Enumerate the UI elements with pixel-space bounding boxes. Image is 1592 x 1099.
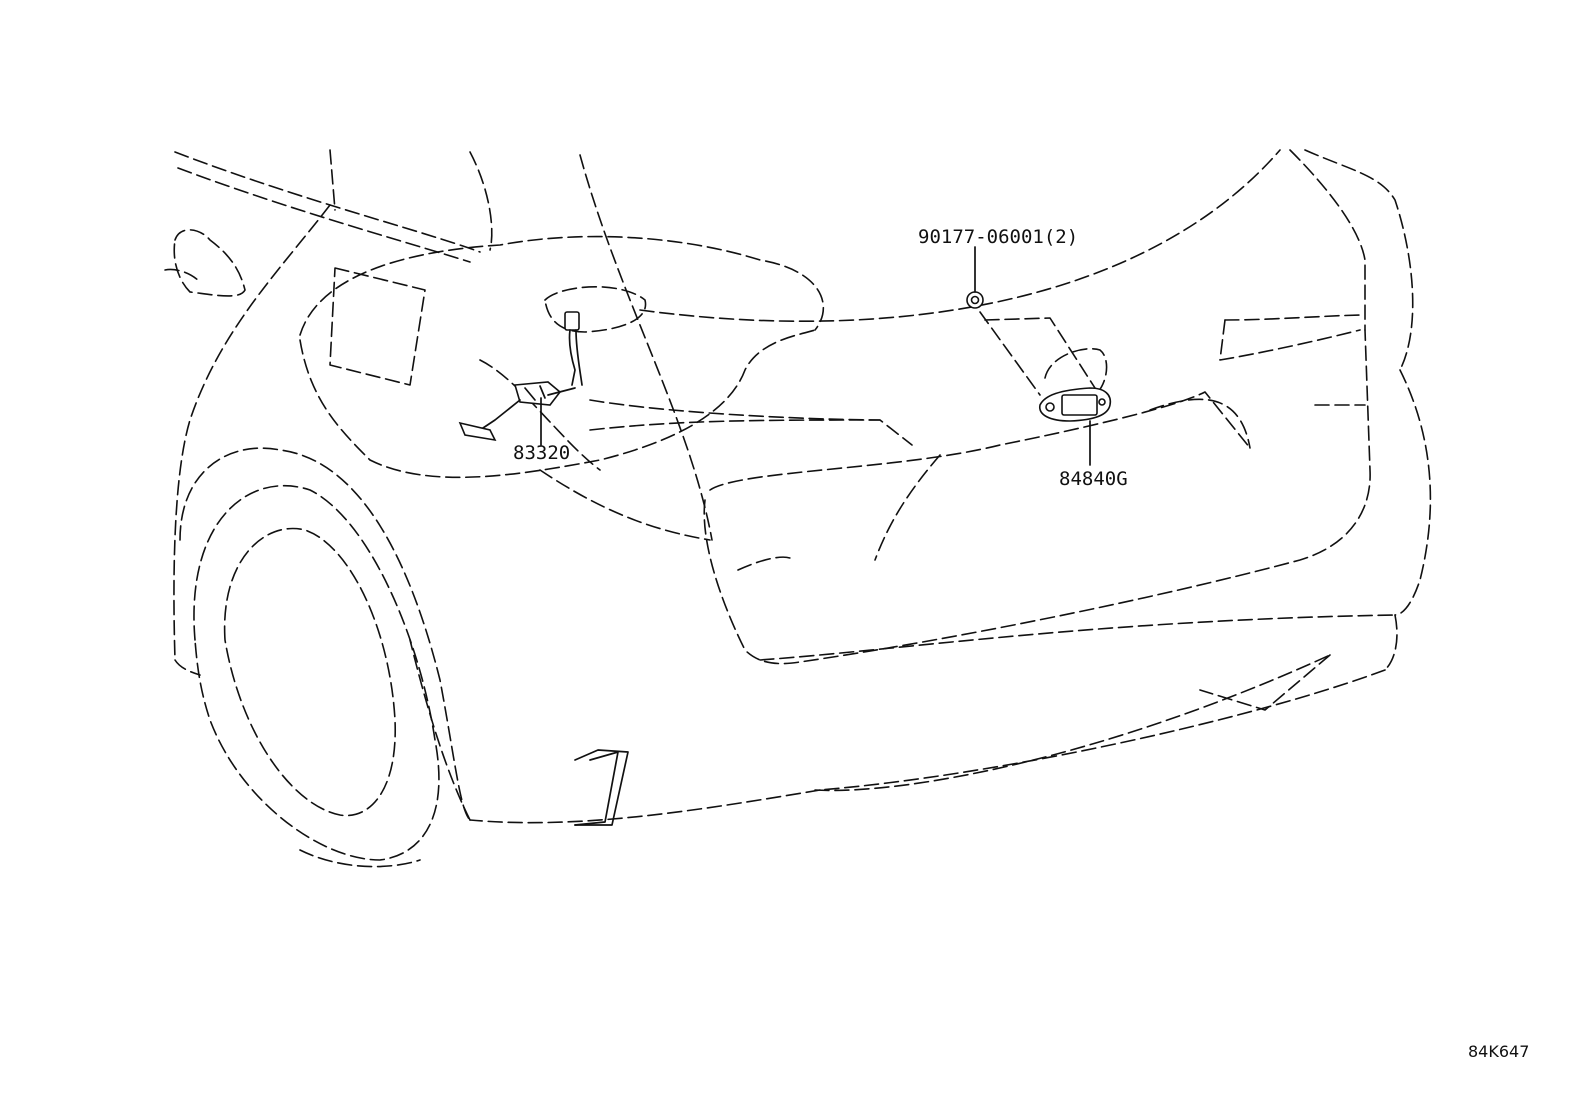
callout-84840G: 84840G xyxy=(1059,468,1128,490)
fuel-lid-opener-part xyxy=(458,311,583,442)
callout-90177-06001: 90177-06001(2) xyxy=(918,226,1078,248)
installation-guide-line xyxy=(979,311,1096,396)
fastener-part xyxy=(966,291,984,309)
hatch-switch-part xyxy=(1039,348,1112,422)
vehicle-outline xyxy=(164,149,1432,868)
illustration-code: 84K647 xyxy=(1468,1042,1529,1061)
callout-83320: 83320 xyxy=(513,442,570,464)
